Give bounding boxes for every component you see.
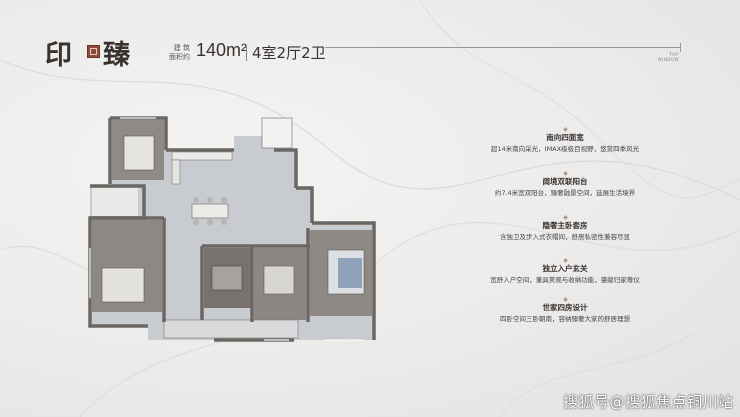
feature-item: ◆ 世家四房设计 四卧空间三卧朝南，容纳臻奢大家的舒居理想: [430, 297, 700, 324]
bed-top-left: [123, 135, 155, 171]
study-desk: [211, 265, 243, 291]
feature-item: ◆ 阔境双联阳台 约7.4米宽双阳台，臻奢融景空间，延展生活境界: [430, 171, 700, 198]
corner-line1: TOP: [669, 52, 679, 57]
bed-left: [101, 267, 145, 303]
feature-desc: 四卧空间三卧朝南，容纳臻奢大家的舒居理想: [500, 315, 630, 323]
feature-item: ◆ 独立入户玄关 宽舒入户空间，兼具美观与收纳功能，肇献归家尊仪: [430, 258, 700, 285]
header-divider: [246, 45, 247, 61]
area-value: 140m²: [196, 40, 248, 60]
bed-right-cover: [338, 258, 362, 288]
feature-item: ◆ 隐奢主卧套房 含独卫及步入式衣帽间，舒居私密性兼容尽显: [430, 215, 700, 242]
diamond-icon: ◆: [563, 257, 568, 264]
feature-desc: 宽舒入户空间，兼具美观与收纳功能，肇献归家尊仪: [490, 276, 640, 284]
windows: [89, 117, 364, 341]
feature-title: 世家四房设计: [542, 303, 588, 312]
diamond-icon: ◆: [563, 170, 568, 177]
layout-text: 4室2厅2卫: [252, 44, 326, 62]
corner-line2: WINDOW: [657, 57, 679, 62]
kitchen-side: [171, 159, 181, 185]
feature-title: 南向四面宽: [546, 133, 584, 142]
kitchen-counter: [171, 151, 233, 161]
header-rule-tick: [680, 43, 681, 52]
feature-title: 阔境双联阳台: [542, 177, 588, 186]
diamond-icon: ◆: [563, 296, 568, 303]
feature-desc: 超14米南向采光，IMAX级极目视野，悠赏四季风光: [490, 145, 640, 153]
feature-desc: 约7.4米宽双阳台，臻奢融景空间，延展生活境界: [494, 189, 636, 197]
area-label-line1: 建 筑: [173, 44, 190, 52]
dining-table: [191, 203, 229, 219]
balcony: [163, 319, 299, 339]
bed-middle: [263, 265, 295, 295]
seal-icon: [87, 45, 100, 58]
floor-plan: [88, 116, 376, 342]
header-rule: [325, 47, 680, 48]
feature-desc: 含独卫及步入式衣帽间，舒居私密性兼容尽显: [500, 233, 630, 241]
header: 印 臻 建 筑 面积约 140m² 4室2厅2卫 TOP WINDOW: [0, 0, 740, 80]
bathroom-left: [92, 188, 138, 216]
bathroom-top-right: [261, 117, 293, 149]
diamond-icon: ◆: [563, 214, 568, 221]
feature-title: 独立入户玄关: [542, 264, 588, 273]
title-char-1: 印: [45, 40, 74, 71]
title-char-2: 臻: [103, 40, 130, 71]
feature-title: 隐奢主卧套房: [542, 221, 588, 230]
area-label: 建 筑 面积约: [160, 44, 190, 62]
corner-label: TOP WINDOW: [645, 52, 679, 62]
diamond-icon: ◆: [563, 126, 568, 133]
area-label-line2: 面积约: [169, 53, 190, 61]
feature-item: ◆ 南向四面宽 超14米南向采光，IMAX级极目视野，悠赏四季风光: [430, 127, 700, 154]
watermark: 搜狐号@搜狐焦点铜川站: [563, 393, 734, 411]
